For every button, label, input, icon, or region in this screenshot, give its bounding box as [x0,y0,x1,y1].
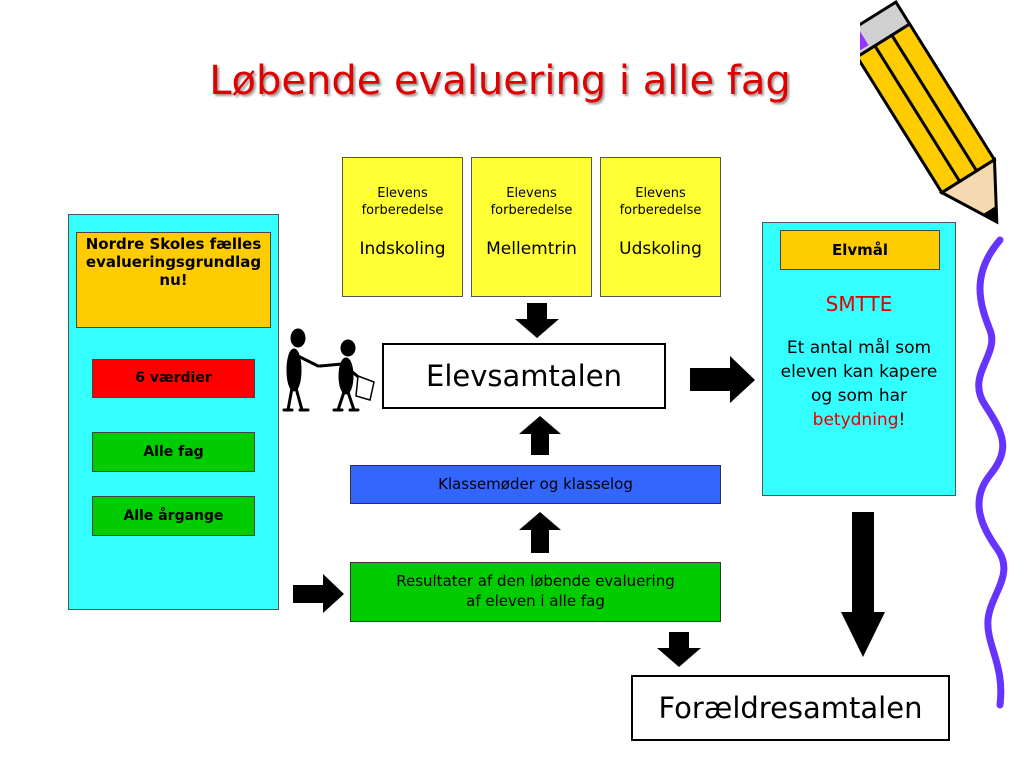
squiggle-decoration [975,236,1008,709]
all-years-box: Alle årgange [92,496,255,536]
arrow-up-icon [519,512,561,553]
slide-title: Løbende evaluering i alle fag [209,58,791,104]
highlight-text: betydning [812,410,899,430]
handshake-figures-icon [282,328,375,412]
note-stage-label: Mellemtrin [486,239,577,259]
arrow-right-icon [690,356,755,403]
arrow-down-icon [657,632,701,667]
all-subjects-box: Alle fag [92,432,255,472]
arrow-up-icon [519,416,561,455]
evaluation-basis-box: Nordre Skoles fælles evalueringsgrundlag… [76,232,271,328]
values-box: 6 værdier [92,359,255,398]
evaluation-results-bar: Resultater af den løbende evaluering af … [350,562,721,622]
goals-description: Et antal mål som eleven kan kapere og so… [780,338,938,430]
arrow-down-icon [515,303,559,338]
arrow-right-icon [293,574,344,613]
student-conversation-box: Elevsamtalen [382,343,666,409]
goals-header-box: Elvmål [780,230,940,270]
note-stage-label: Indskoling [359,239,446,259]
class-meetings-bar: Klassemøder og klasselog [350,465,721,504]
note-stage-label: Udskoling [619,239,702,259]
pencil-icon [860,0,999,225]
smtte-label: SMTTE [825,292,893,316]
parent-conversation-box: Forældresamtalen [631,675,950,741]
arrow-down-icon [841,512,885,657]
